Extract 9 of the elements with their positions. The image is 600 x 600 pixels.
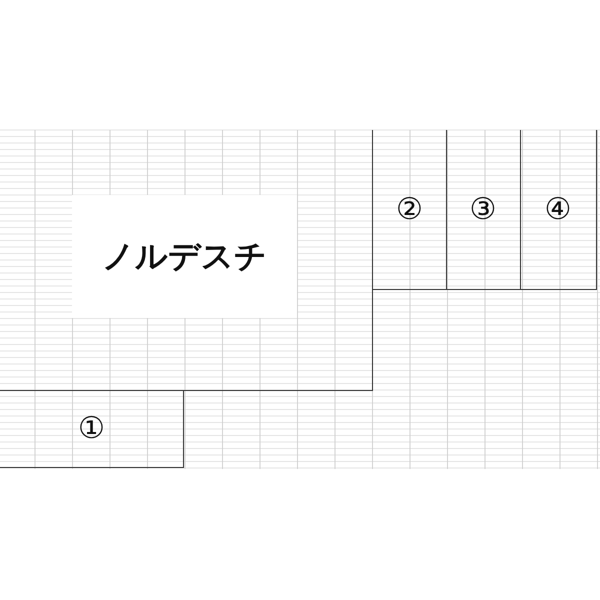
room-box — [372, 130, 447, 290]
callout-number: ④ — [544, 194, 572, 224]
room-box — [0, 390, 184, 468]
callout-number: ③ — [468, 194, 498, 224]
callout-number: ② — [395, 194, 424, 224]
room-box — [446, 130, 521, 290]
room-label: ノルデスチ — [102, 236, 267, 276]
room-box — [520, 130, 597, 290]
callout-number: ① — [77, 414, 106, 444]
